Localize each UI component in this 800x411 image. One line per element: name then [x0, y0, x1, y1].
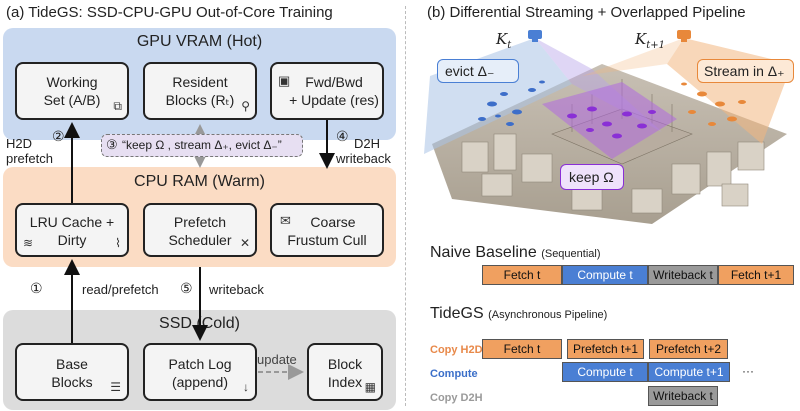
keep-stream-evict-note: [101, 134, 303, 157]
tide-compute-t-bar: Compute t: [562, 362, 648, 382]
camera-kt1-icon: [677, 30, 691, 42]
tide-writeback-t-bar: Writeback t: [648, 386, 718, 406]
chip-icon: ▣: [278, 73, 291, 88]
naive-writeback-t-bar: Writeback t: [648, 265, 718, 285]
naive-baseline-title: Naive Baseline (Sequential): [430, 244, 601, 261]
lane-copy-h2d: Copy H2D: [430, 344, 483, 356]
d2h-label: D2H: [354, 136, 381, 151]
city-scene-illustration: [424, 30, 792, 224]
pipeline-ellipsis: ···: [742, 364, 754, 378]
fwd-bwd-update-box: ▣ Fwd/Bwd+ Update (res): [270, 62, 384, 120]
stream-in-callout: Stream in Δ₊: [697, 59, 794, 83]
step-2-marker: ②: [52, 128, 65, 144]
keep-callout: keep Ω: [560, 164, 624, 190]
patch-log-box: Patch Log(append) ↓: [143, 343, 257, 401]
step-5-marker: ⑤: [180, 280, 193, 296]
envelope-icon: ✉: [280, 213, 291, 228]
camera-kt-label: Kt: [496, 30, 512, 51]
table-icon: ▦: [364, 380, 376, 394]
tools-icon: ✕: [239, 236, 250, 250]
evict-callout: evict Δ₋: [437, 59, 519, 83]
step-3-marker: ③: [106, 137, 118, 152]
update-label: update: [257, 352, 297, 367]
lane-copy-d2h: Copy D2H: [430, 392, 483, 404]
panel-divider: [405, 6, 406, 406]
layers-icon: ≋: [23, 236, 34, 250]
lru-cache-box: LRU Cache +Dirty ≋ ⌇: [15, 203, 129, 257]
gpu-tier-title: GPU VRAM (Hot): [136, 33, 263, 50]
tide-prefetch-t2-bar: Prefetch t+2: [649, 339, 728, 359]
step-4-marker: ④: [336, 128, 349, 144]
tide-prefetch-t1-bar: Prefetch t+1: [567, 339, 644, 359]
h2d-prefetch-label: prefetch: [6, 151, 53, 166]
pin-icon: ⚲: [241, 99, 250, 113]
cpu-tier-title: CPU RAM (Warm): [134, 173, 265, 190]
keep-stream-evict-text: “keep Ω , stream Δ₊, evict Δ₋”: [122, 138, 282, 152]
left-arrows: [64, 120, 335, 380]
broom-icon: ⌇: [115, 236, 121, 250]
copy-icon: ⧉: [113, 99, 122, 113]
right-panel-title: (b) Differential Streaming + Overlapped …: [427, 4, 746, 21]
writeback-label: writeback: [209, 282, 264, 297]
camera-kt-icon: [528, 30, 542, 42]
sort-down-icon: ↓: [243, 380, 249, 394]
tide-fetch-t-bar: Fetch t: [482, 339, 562, 359]
step-1-marker: ①: [30, 280, 43, 296]
naive-compute-t-bar: Compute t: [562, 265, 648, 285]
database-icon: ☰: [110, 380, 121, 394]
tide-compute-t1-bar: Compute t+1: [648, 362, 730, 382]
naive-fetch-t-bar: Fetch t: [482, 265, 562, 285]
tidegs-title: TideGS (Asynchronous Pipeline): [430, 305, 608, 322]
camera-kt1-label: Kt+1: [635, 30, 665, 51]
d2h-writeback-label: writeback: [336, 151, 391, 166]
naive-fetch-t1-bar: Fetch t+1: [718, 265, 794, 285]
lane-compute: Compute: [430, 368, 478, 380]
read-prefetch-label: read/prefetch: [82, 282, 159, 297]
left-panel-title: (a) TideGS: SSD-CPU-GPU Out-of-Core Trai…: [6, 4, 333, 21]
h2d-label: H2D: [6, 136, 33, 151]
